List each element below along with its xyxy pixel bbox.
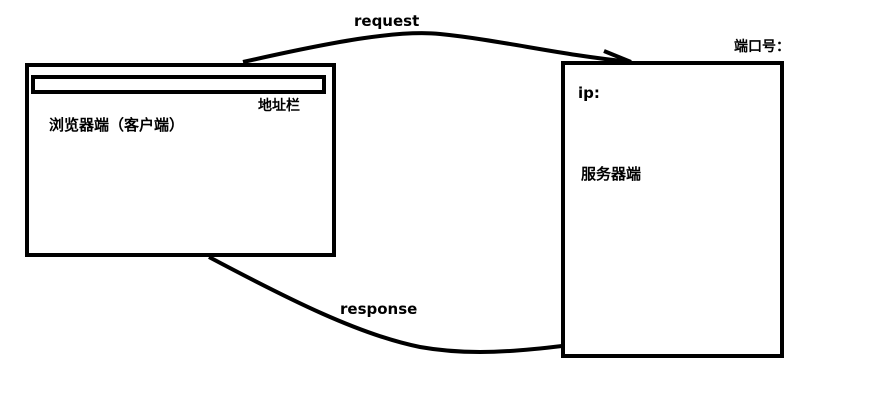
server-label: 服务器端 xyxy=(581,165,642,183)
server-box xyxy=(561,61,784,358)
request-label: request xyxy=(354,12,420,30)
response-arrow-line xyxy=(208,255,563,354)
ip-label: ip: xyxy=(578,84,600,102)
response-label: response xyxy=(340,300,418,318)
browser-box xyxy=(25,63,336,257)
request-arrow-line xyxy=(242,31,632,64)
port-label: 端口号： xyxy=(734,39,790,55)
address-bar xyxy=(31,75,326,94)
browser-label: 浏览器端（客户端） xyxy=(49,116,185,134)
request-arrowhead xyxy=(603,49,632,64)
address-bar-label: 地址栏 xyxy=(258,98,300,114)
